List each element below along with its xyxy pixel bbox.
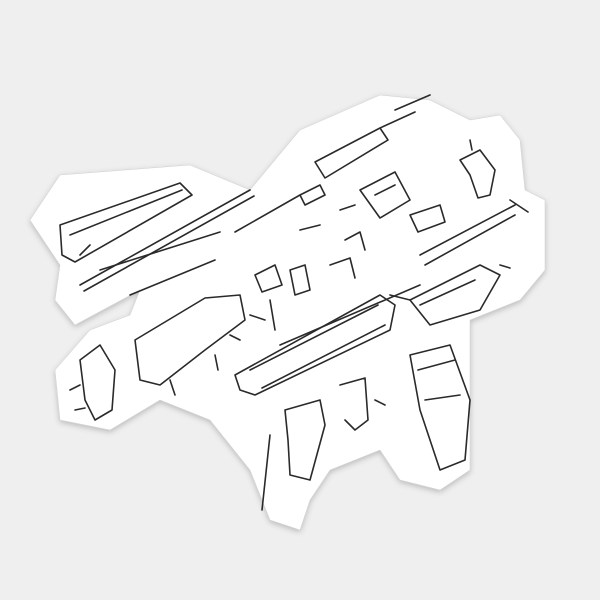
trigger bbox=[289, 257, 356, 296]
lower-handguard bbox=[409, 264, 501, 326]
trigger-guard bbox=[339, 377, 369, 431]
buttstock bbox=[134, 294, 246, 386]
front-sight bbox=[459, 139, 496, 199]
sticker-backing bbox=[29, 94, 546, 531]
upper-handguard bbox=[59, 182, 193, 263]
bolt bbox=[409, 204, 446, 233]
butt-plate bbox=[79, 344, 116, 421]
barrel bbox=[419, 199, 529, 266]
guide-rod bbox=[99, 231, 221, 296]
receiver bbox=[234, 294, 396, 396]
pistol-grip bbox=[284, 399, 326, 481]
cleaning-rod bbox=[261, 434, 271, 511]
selector-lever bbox=[279, 284, 421, 346]
recoil-spring bbox=[79, 189, 255, 292]
disconnector bbox=[339, 204, 366, 251]
gas-piston bbox=[234, 184, 326, 233]
magazine bbox=[409, 344, 471, 471]
hammer bbox=[254, 264, 283, 293]
gas-block bbox=[314, 94, 431, 179]
small-pins bbox=[69, 224, 511, 411]
bolt-carrier bbox=[359, 171, 411, 219]
